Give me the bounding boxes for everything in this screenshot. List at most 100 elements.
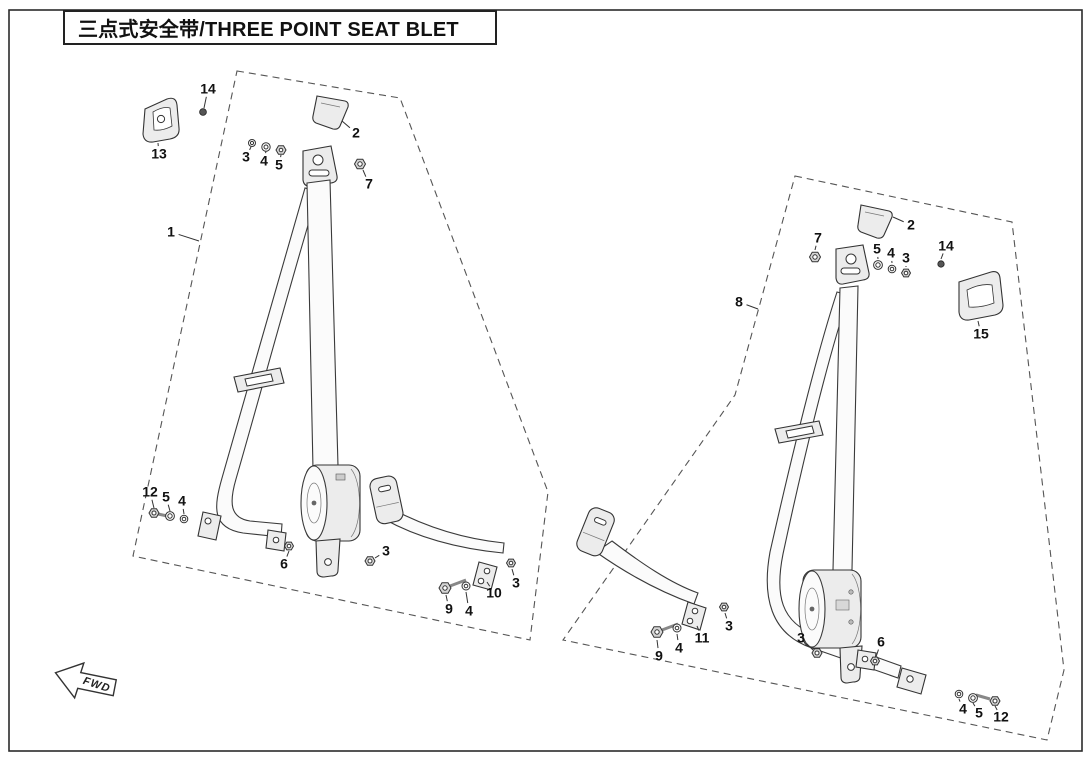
part-number-callout: 4 [675,640,683,656]
part-number-callout: 15 [973,326,989,342]
part-number-callout: 9 [445,601,453,617]
bolt-9-left [438,578,467,594]
leader-line [676,633,679,641]
leader-line [977,320,980,327]
part-number-callout: 10 [486,585,502,601]
washer-4-right-buckle [672,623,682,633]
right-assembly [576,204,1004,706]
buckle-stalk-right [595,540,699,605]
part-number-callout: 3 [797,630,805,646]
leader-line [875,649,879,658]
leader-line [151,499,155,509]
washer-4-left-bottom [461,581,471,591]
part-number-callout: 4 [959,701,967,717]
part-number-callout: 6 [280,556,288,572]
top-anchor-bracket-left [302,145,338,187]
top-anchor-bracket-right [835,244,870,285]
screw-14-left [199,108,207,116]
retractor-bracket-right [839,645,863,684]
right-assembly-boundary [562,175,1065,741]
leader-line [994,705,998,711]
part-number-callout: 1 [167,224,175,240]
nut-6-right [869,656,881,666]
part-number-callout: 3 [382,543,390,559]
leader-line [286,550,290,557]
bolt-3-left-mid [364,556,376,566]
part-number-callout: 8 [735,294,743,310]
lap-anchor-tab-left [265,529,287,552]
leader-line [203,96,207,109]
lap-bolt-group-left [148,508,189,524]
part-number-callout: 13 [151,146,167,162]
buckle-left [369,475,404,525]
leader-line [341,120,351,129]
part-number-callout: 4 [465,603,473,619]
leader-line [724,612,728,619]
part-number-callout: 12 [142,484,158,500]
pillar-anchor-cover-15 [958,271,1004,321]
leader-line [249,146,252,151]
part-number-callout: 4 [887,245,895,261]
retractor-left [300,464,361,542]
leader-line [656,639,659,649]
leader-line [486,581,491,587]
nut-3-right-buckle [718,602,730,612]
retractor-right [798,569,862,649]
leader-line [746,304,759,310]
diagram-title: 三点式安全带/THREE POINT SEAT BLET [78,19,459,41]
lap-bolt-group-right [954,689,1001,706]
lap-anchor-plate-left [197,511,222,541]
part-number-callout: 3 [242,149,250,165]
part-number-callout: 2 [907,217,915,233]
part-number-callout: 14 [938,238,954,254]
leader-line [465,591,469,604]
leader-line [892,216,904,223]
shoulder-belt-left [306,179,339,470]
retractor-bracket-left [315,538,341,578]
leader-line [178,233,200,242]
part-number-callout: 3 [902,250,910,266]
buckle-stalk-left [383,508,505,554]
left-assembly-boundary [132,70,549,641]
leader-line [696,625,700,631]
chest-slider-left [233,367,285,393]
fwd-arrow: FWD [54,661,118,700]
part-number-callout: 3 [725,618,733,634]
anchor-plate-11-right [681,601,707,631]
chest-slider-right [774,420,824,444]
part-number-callout: 4 [260,153,268,169]
part-number-callout: 7 [814,230,822,246]
leader-line [806,643,814,651]
part-number-callout: 2 [352,125,360,141]
diagram-title-box: 三点式安全带/THREE POINT SEAT BLET [63,10,497,45]
part-number-callout: 5 [162,489,170,505]
lap-anchor-tab-right [855,649,877,671]
leader-line [167,504,171,512]
leader-line [940,253,944,260]
bolt-7-right [808,251,822,263]
part-number-callout: 14 [200,81,216,97]
part-number-callout: 4 [178,493,186,509]
pillar-anchor-cover-13 [142,97,180,143]
part-number-callout: 9 [655,648,663,664]
part-number-callout: 5 [873,241,881,257]
leader-line [511,568,515,576]
part-number-callout: 11 [695,630,710,646]
leader-line [182,508,185,515]
nut-6-left [283,541,295,551]
leader-line [445,594,448,602]
pillar-trim-cover-2-left [312,95,349,130]
nut-3-left-end [505,558,517,568]
outer-border [8,9,1083,752]
part-number-callout: 5 [275,157,283,173]
part-number-callout: 3 [512,575,520,591]
pillar-trim-cover-2-right [857,204,893,239]
part-number-callout: 6 [877,634,885,650]
bolt-7-left [353,158,367,170]
part-number-callout: 5 [975,705,983,721]
anchor-plate-10-left [472,561,498,591]
leader-line [374,554,380,559]
leader-line [362,169,367,177]
